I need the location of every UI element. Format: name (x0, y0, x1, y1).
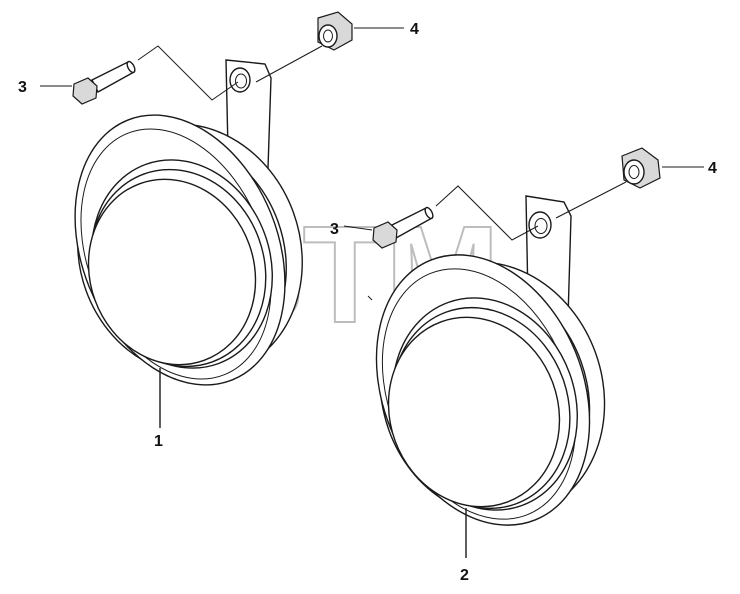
nut-b-flange (623, 159, 645, 185)
horn-2-bracket-hole (534, 218, 548, 234)
nut-a-leader (255, 45, 323, 83)
bolt-a (40, 45, 239, 105)
minor-mark (367, 295, 373, 301)
nut-a (255, 11, 404, 83)
nut-a-hole (323, 29, 333, 43)
callout-3-upper: 3 (18, 79, 27, 96)
bolt-b-head (372, 221, 398, 249)
callout-4-lower: 4 (708, 160, 717, 177)
horn-1-bracket-hole (235, 73, 247, 89)
horn-1 (74, 59, 303, 428)
callout-2: 2 (460, 567, 469, 584)
callout-3-lower: 3 (330, 221, 339, 238)
bolt-a-leader (137, 45, 239, 101)
bolt-a-tip (126, 60, 136, 74)
bolt-b-leader (435, 185, 539, 241)
bolt-b-tip (424, 206, 434, 220)
nut-b (555, 147, 704, 219)
nut-a-flange (318, 24, 338, 48)
nut-b-hole (628, 165, 640, 179)
callout-4-upper: 4 (410, 21, 419, 38)
horn-1-front-cover (87, 178, 257, 366)
horn-2-bracket-hole-outer (528, 211, 552, 239)
nut-b-leader (555, 181, 627, 219)
bolt-a-head (72, 77, 98, 105)
callout-1: 1 (154, 433, 163, 450)
horn-2 (375, 195, 606, 558)
bolt-b (343, 185, 539, 249)
horn-2-front-cover (387, 316, 561, 508)
bolt-b-callout-line (343, 225, 373, 231)
